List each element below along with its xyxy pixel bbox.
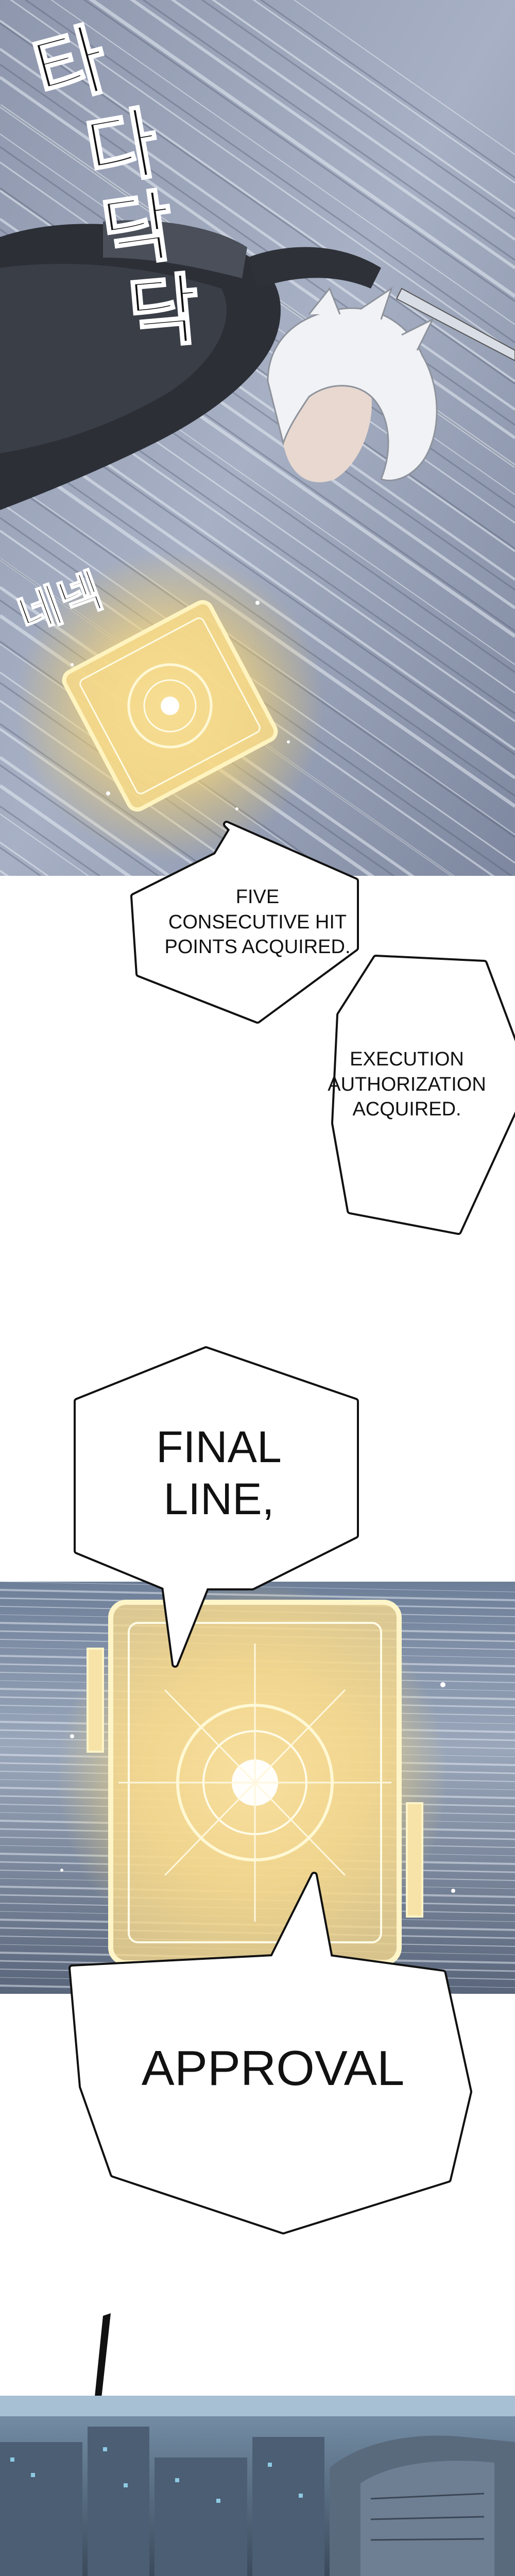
- sfx-dak-1-text: 닥: [95, 180, 180, 281]
- panel-dash-attack: 타 다 닥 닥 네넥: [0, 0, 515, 876]
- city-overview-art: [0, 2396, 515, 2576]
- bubble-final-line: FINAL LINE,: [67, 1345, 376, 1669]
- bubble-final-line-text: FINAL LINE,: [156, 1422, 282, 1524]
- bubble-execution: EXECUTION AUTHORIZATION ACQUIRED.: [328, 943, 515, 1236]
- bubble-execution-shape: [331, 955, 515, 1235]
- dash-attack-art: [0, 0, 515, 876]
- bubble-approval-shape: [68, 1872, 472, 2234]
- panel-city-overview: [0, 2396, 515, 2576]
- character-hair: [267, 307, 438, 482]
- card-approval-art: [0, 1582, 515, 1994]
- bubble-hit-points: FIVE CONSECUTIVE HIT POINTS ACQUIRED.: [129, 819, 386, 1036]
- sword: [396, 287, 515, 362]
- system-card-large: [87, 1600, 423, 1965]
- bubble-execution-text: EXECUTION AUTHORIZATION ACQUIRED.: [328, 1048, 486, 1121]
- sfx-dak-2-text: 닥: [124, 264, 204, 361]
- bubble-hit-points-shape: [130, 821, 359, 1024]
- bubble-hit-points-text: FIVE CONSECUTIVE HIT POINTS ACQUIRED.: [164, 886, 351, 958]
- sparkles: [71, 601, 290, 810]
- bubble-approval: APPROVAL: [67, 1870, 474, 2236]
- bubble-approval-text: APPROVAL: [141, 2041, 405, 2096]
- sfx-dak-2: 닥: [124, 264, 220, 364]
- character-arm: [247, 247, 381, 289]
- bubble-final-line-shape: [74, 1346, 359, 1668]
- panel-card-approval: [0, 1582, 515, 1994]
- system-card: [62, 600, 278, 812]
